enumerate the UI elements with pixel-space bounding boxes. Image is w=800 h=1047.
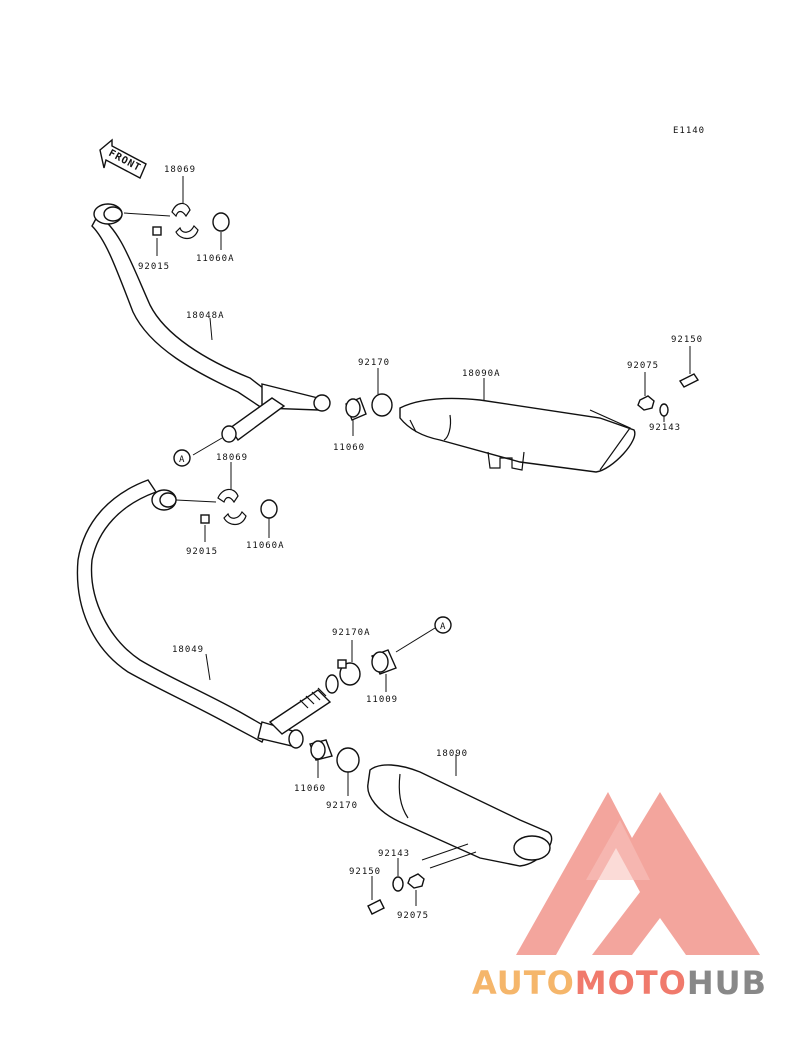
label-11060-bot: 11060	[294, 784, 326, 794]
gasket-11060A-upper	[212, 212, 230, 232]
label-92170-bot: 92170	[326, 801, 358, 811]
label-92150-bot: 92150	[349, 867, 381, 877]
svg-text:AUTOMOTOHUB: AUTOMOTOHUB	[472, 964, 767, 1002]
label-18090: 18090	[436, 749, 468, 759]
watermark-logo	[516, 792, 760, 955]
bolt-92150-upper	[678, 373, 700, 388]
header-pipe-18049	[76, 479, 339, 749]
label-92015-mid: 92015	[186, 547, 218, 557]
watermark-text: AUTOMOTOHUB	[472, 964, 767, 1002]
label-18069-mid: 18069	[216, 453, 248, 463]
watermark-part-moto: MOTO	[575, 964, 687, 1002]
sleeve-11009	[371, 649, 397, 675]
label-92015-top: 92015	[138, 262, 170, 272]
ref-marker-a-upper: A	[173, 449, 191, 467]
label-92170-top: 92170	[358, 358, 390, 368]
label-18069-top: 18069	[164, 165, 196, 175]
clamp-92170-lower	[336, 747, 360, 773]
diagram-code: E1140	[673, 126, 705, 136]
label-11060A-mid: 11060A	[246, 541, 285, 551]
label-11060-top: 11060	[333, 443, 365, 453]
nut-92015-lower	[200, 514, 210, 524]
washer-92143-upper	[659, 403, 669, 417]
front-arrow-icon: FRONT	[99, 138, 147, 179]
washer-92143-lower	[392, 876, 404, 892]
label-18048A: 18048A	[186, 311, 225, 321]
svg-text:A: A	[179, 455, 185, 465]
nut-92015-upper	[152, 226, 162, 236]
svg-text:A: A	[440, 622, 446, 632]
label-92150-top: 92150	[671, 335, 703, 345]
label-92170A: 92170A	[332, 628, 371, 638]
sleeve-11060-lower	[309, 739, 333, 761]
muffler-18090	[367, 764, 553, 867]
label-11009: 11009	[366, 695, 398, 705]
bolt-92150-lower	[367, 899, 385, 915]
clamp-18069-lower	[217, 488, 247, 526]
clamp-18069-upper	[171, 202, 199, 240]
sleeve-11060-upper	[345, 397, 367, 421]
clamp-92170-upper	[371, 393, 393, 417]
nut-92075-upper	[637, 395, 655, 411]
leader-lines-upper	[123, 176, 691, 456]
muffler-18090A	[399, 397, 636, 473]
label-11060A-top: 11060A	[196, 254, 235, 264]
label-92075-bot: 92075	[397, 911, 429, 921]
label-92143-bot: 92143	[378, 849, 410, 859]
gasket-11060A-lower	[260, 499, 278, 519]
label-18090A: 18090A	[462, 369, 501, 379]
label-18049: 18049	[172, 645, 204, 655]
watermark-part-auto: AUTO	[472, 964, 575, 1002]
clamp-92170A	[337, 659, 361, 686]
ref-marker-a-lower: A	[434, 616, 452, 634]
leader-lines-lower	[175, 462, 477, 906]
header-pipe-18048A	[91, 203, 331, 443]
label-92075-top: 92075	[627, 361, 659, 371]
nut-92075-lower	[407, 873, 425, 889]
label-92143-top: 92143	[649, 423, 681, 433]
watermark-part-hub: HUB	[687, 964, 767, 1002]
